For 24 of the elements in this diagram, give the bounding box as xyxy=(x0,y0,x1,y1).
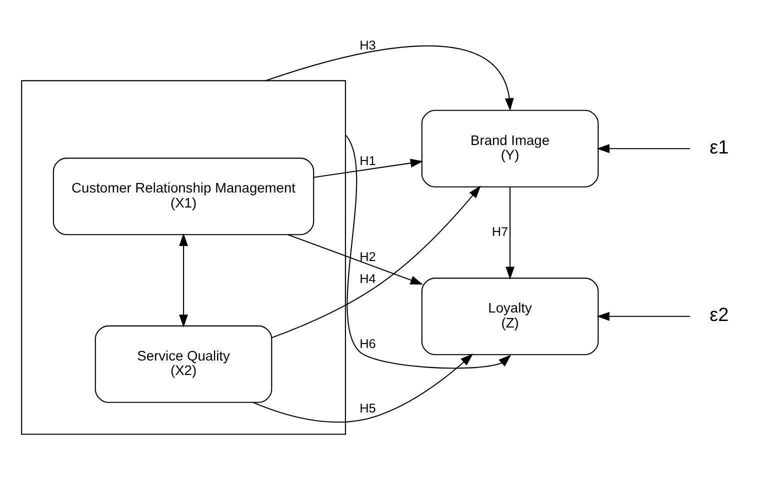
edge-label: H4 xyxy=(360,270,376,286)
arrow xyxy=(288,234,424,284)
node-box: Customer Relationship Management (X1) xyxy=(52,157,314,235)
arrow xyxy=(266,45,514,110)
node-box: Loyalty (Z) xyxy=(421,277,599,355)
edge-label: H6 xyxy=(360,335,376,350)
cluster xyxy=(21,80,346,434)
arrow xyxy=(596,144,690,153)
node-box: Brand Image (Y) xyxy=(421,109,599,187)
edge-label: H5 xyxy=(360,400,376,416)
edge-label: H1 xyxy=(360,152,376,168)
arrow xyxy=(272,185,481,338)
edge-label: H7 xyxy=(492,223,508,238)
edge-label: H3 xyxy=(360,36,376,52)
edge-label: H2 xyxy=(360,248,376,264)
arrow xyxy=(179,232,188,327)
arrow xyxy=(345,134,512,368)
node-text: ε1 xyxy=(710,136,729,158)
arrow xyxy=(252,353,474,422)
arrow xyxy=(314,158,424,178)
arrow xyxy=(506,186,515,279)
node-box: Service Quality (X2) xyxy=(94,324,272,402)
arrow xyxy=(596,311,690,320)
node-text: ε2 xyxy=(710,304,729,326)
